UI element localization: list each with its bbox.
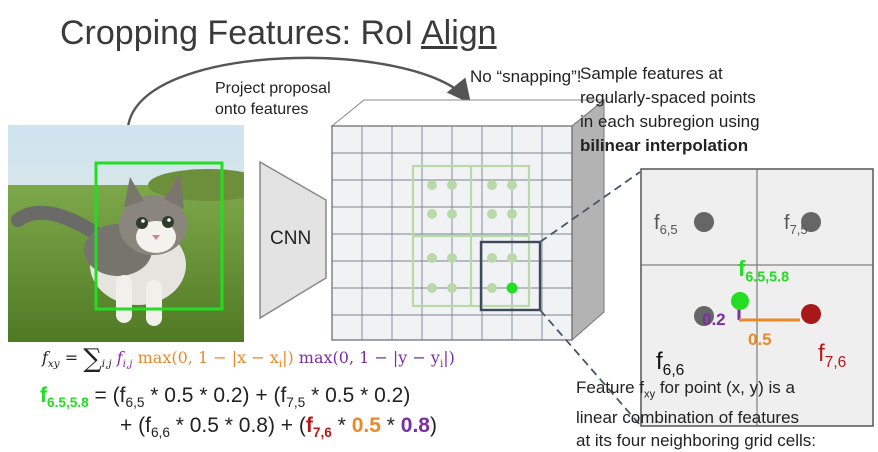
equation-line-1: f6.5,5.8 = (f6,5 * 0.5 * 0.2) + (f7,5 * … bbox=[40, 384, 411, 411]
cnn-block bbox=[259, 160, 327, 320]
point-f66 bbox=[694, 306, 714, 326]
project-label: Project proposal onto features bbox=[215, 80, 331, 118]
label-f65: f6,5 bbox=[654, 212, 678, 237]
label-f75: f7,5 bbox=[784, 212, 808, 237]
sample-description: Sample features at regularly-spaced poin… bbox=[580, 64, 760, 155]
proposal-box bbox=[94, 161, 224, 311]
point-f76 bbox=[801, 304, 821, 324]
label-f66: f6,6 bbox=[656, 348, 685, 379]
equation-line-2: + (f6,6 * 0.5 * 0.8) + (f7,6 * 0.5 * 0.8… bbox=[120, 414, 437, 441]
label-sample-point: f6.5,5.8 bbox=[738, 256, 790, 286]
label-f76: f7,6 bbox=[818, 340, 847, 371]
page-title: Cropping Features: RoI Align bbox=[60, 14, 497, 52]
feature-description: Feature fxy for point (x, y) is a linear… bbox=[576, 378, 817, 451]
feature-map bbox=[330, 98, 606, 342]
cat-image bbox=[8, 125, 244, 342]
bilinear-formula: fxy = ∑i,j fi,j max(0, 1 − |x − xi|) max… bbox=[42, 344, 455, 374]
sample-point bbox=[731, 292, 749, 310]
dy-value: 0.2 bbox=[702, 310, 726, 329]
interpolation-grid bbox=[640, 168, 874, 427]
point-f65 bbox=[694, 212, 714, 232]
cnn-label: CNN bbox=[270, 228, 312, 249]
point-f75 bbox=[801, 212, 821, 232]
dx-value: 0.5 bbox=[748, 330, 772, 349]
no-snapping-label: No “snapping”! bbox=[470, 67, 582, 86]
